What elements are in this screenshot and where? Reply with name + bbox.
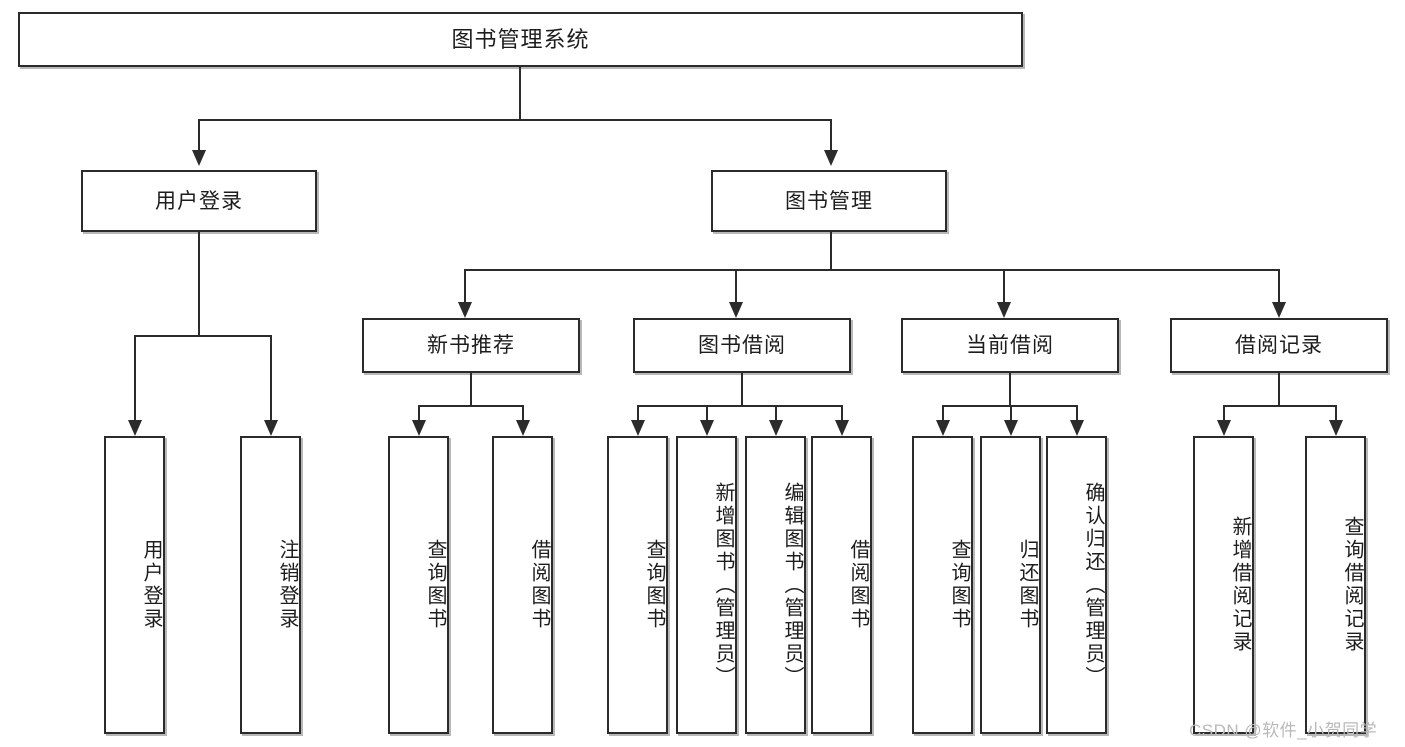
node-user-login[interactable]: 用户登录 xyxy=(81,170,317,232)
arrowhead-level2-2 xyxy=(824,150,838,166)
node-label: 查询借阅记录 xyxy=(1341,516,1363,654)
node-label: 借阅记录 xyxy=(1235,334,1323,357)
connector-new-book-drop-2 xyxy=(522,405,524,420)
arrowhead-book-borrow-3 xyxy=(769,420,783,436)
connector-root-stem xyxy=(519,67,521,119)
connector-user-login-drop-1 xyxy=(134,335,136,420)
leaf-borrow-record-0[interactable]: 新增借阅记录 xyxy=(1193,436,1254,734)
leaf-current-borrow-2[interactable]: 确认归还（管理员） xyxy=(1046,436,1107,734)
arrowhead-user-login-1 xyxy=(128,420,142,436)
connector-borrow-record-drop-1 xyxy=(1223,405,1225,420)
node-label: 新增借阅记录 xyxy=(1229,516,1251,654)
connector-level2-bus xyxy=(198,119,832,121)
connector-current-borrow-drop-2 xyxy=(1010,405,1012,420)
arrowhead-level2-1 xyxy=(192,150,206,166)
connector-level3-drop-1 xyxy=(464,269,466,302)
connector-book-borrow-drop-4 xyxy=(841,405,843,420)
arrowhead-level3-1 xyxy=(458,302,472,318)
connector-level2-drop-2 xyxy=(830,119,832,150)
arrowhead-current-borrow-3 xyxy=(1070,420,1084,436)
arrowhead-level3-2 xyxy=(729,302,743,318)
connector-level3-bus xyxy=(464,269,1280,271)
leaf-book-borrow-0[interactable]: 查询图书 xyxy=(607,436,668,734)
node-label: 注销登录 xyxy=(276,539,298,631)
arrowhead-book-borrow-4 xyxy=(835,420,849,436)
arrowhead-current-borrow-1 xyxy=(936,420,950,436)
leaf-book-borrow-2[interactable]: 编辑图书（管理员） xyxy=(745,436,806,734)
node-label: 新书推荐 xyxy=(427,334,515,357)
node-borrow-record[interactable]: 借阅记录 xyxy=(1170,318,1388,373)
arrowhead-level3-4 xyxy=(1272,302,1286,318)
node-new-book-recommend[interactable]: 新书推荐 xyxy=(362,318,580,373)
connector-borrow-record-drop-2 xyxy=(1335,405,1337,420)
arrowhead-user-login-2 xyxy=(264,420,278,436)
arrowhead-current-borrow-2 xyxy=(1004,420,1018,436)
connector-current-borrow-stem xyxy=(1009,373,1011,405)
connector-book-borrow-drop-1 xyxy=(637,405,639,420)
connector-user-login-bus xyxy=(134,335,272,337)
leaf-current-borrow-0[interactable]: 查询图书 xyxy=(912,436,973,734)
node-label: 图书借阅 xyxy=(698,334,786,357)
node-label: 确认归还（管理员） xyxy=(1082,481,1104,689)
node-label: 查询图书 xyxy=(643,539,665,631)
connector-level3-drop-4 xyxy=(1278,269,1280,302)
arrowhead-new-book-2 xyxy=(516,420,530,436)
connector-current-borrow-drop-3 xyxy=(1076,405,1078,420)
node-label: 用户登录 xyxy=(140,539,162,631)
leaf-new-book-1[interactable]: 借阅图书 xyxy=(492,436,553,734)
connector-book-management-stem xyxy=(830,232,832,269)
leaf-borrow-record-1[interactable]: 查询借阅记录 xyxy=(1305,436,1366,734)
node-label: 查询图书 xyxy=(424,539,446,631)
connector-book-borrow-stem xyxy=(741,373,743,405)
arrowhead-book-borrow-1 xyxy=(631,420,645,436)
node-label: 图书管理系统 xyxy=(451,26,590,52)
connector-user-login-drop-2 xyxy=(270,335,272,420)
leaf-user-login-1[interactable]: 注销登录 xyxy=(240,436,301,734)
arrowhead-book-borrow-2 xyxy=(700,420,714,436)
connector-user-login-stem xyxy=(198,232,200,335)
connector-new-book-drop-1 xyxy=(418,405,420,420)
node-label: 当前借阅 xyxy=(966,334,1054,357)
node-root-book-management-system[interactable]: 图书管理系统 xyxy=(18,12,1023,67)
connector-book-borrow-drop-2 xyxy=(706,405,708,420)
node-label: 图书管理 xyxy=(785,189,873,213)
connector-borrow-record-stem xyxy=(1278,373,1280,405)
leaf-new-book-0[interactable]: 查询图书 xyxy=(388,436,449,734)
leaf-book-borrow-1[interactable]: 新增图书（管理员） xyxy=(676,436,737,734)
node-current-borrow[interactable]: 当前借阅 xyxy=(901,318,1119,373)
connector-book-borrow-drop-3 xyxy=(775,405,777,420)
connector-current-borrow-drop-1 xyxy=(942,405,944,420)
node-label: 用户登录 xyxy=(155,189,243,213)
arrowhead-level3-3 xyxy=(997,302,1011,318)
node-book-borrow[interactable]: 图书借阅 xyxy=(633,318,851,373)
arrowhead-borrow-record-1 xyxy=(1217,420,1231,436)
leaf-user-login-0[interactable]: 用户登录 xyxy=(104,436,165,734)
connector-level3-drop-3 xyxy=(1003,269,1005,302)
connector-book-borrow-bus xyxy=(637,405,843,407)
node-book-management[interactable]: 图书管理 xyxy=(711,170,947,232)
node-label: 借阅图书 xyxy=(847,539,869,631)
node-label: 查询图书 xyxy=(948,539,970,631)
leaf-current-borrow-1[interactable]: 归还图书 xyxy=(980,436,1041,734)
connector-borrow-record-bus xyxy=(1223,405,1337,407)
node-label: 编辑图书（管理员） xyxy=(781,481,803,689)
arrowhead-new-book-1 xyxy=(412,420,426,436)
node-label: 新增图书（管理员） xyxy=(712,481,734,689)
arrowhead-borrow-record-2 xyxy=(1329,420,1343,436)
node-label: 归还图书 xyxy=(1016,539,1038,631)
connector-level3-drop-2 xyxy=(735,269,737,302)
connector-new-book-bus xyxy=(418,405,524,407)
leaf-book-borrow-3[interactable]: 借阅图书 xyxy=(811,436,872,734)
connector-new-book-stem xyxy=(470,373,472,405)
node-label: 借阅图书 xyxy=(528,539,550,631)
connector-level2-drop-1 xyxy=(198,119,200,150)
